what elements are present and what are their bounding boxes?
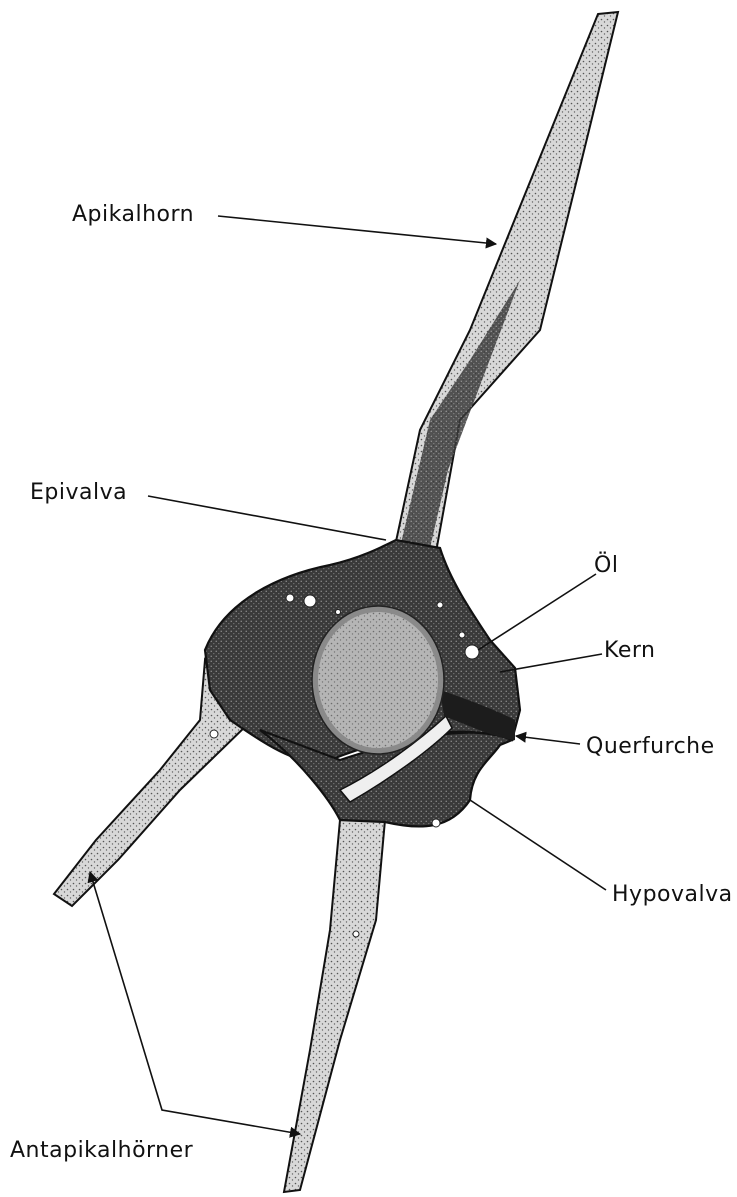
- label-kern: Kern: [604, 638, 655, 663]
- label-apikalhorn: Apikalhorn: [72, 202, 194, 227]
- label-antapikalhoerner: Antapikalhörner: [10, 1138, 193, 1163]
- apikalhorn-arrow: [218, 216, 496, 244]
- querfurche-arrow: [516, 736, 580, 744]
- hypovalva-leader: [470, 800, 606, 890]
- label-querfurche: Querfurche: [586, 734, 715, 759]
- label-epivalva: Epivalva: [30, 480, 127, 505]
- label-hypovalva: Hypovalva: [612, 882, 733, 907]
- epivalva-leader: [148, 496, 386, 540]
- antapikal-arrows: [90, 872, 300, 1134]
- kern-leader: [500, 654, 602, 672]
- nucleus-texture: [318, 612, 438, 748]
- label-oel: Öl: [594, 553, 618, 578]
- right-antapical-horn: [284, 820, 385, 1192]
- oel-leader: [478, 574, 596, 650]
- apical-horn-core: [398, 280, 520, 556]
